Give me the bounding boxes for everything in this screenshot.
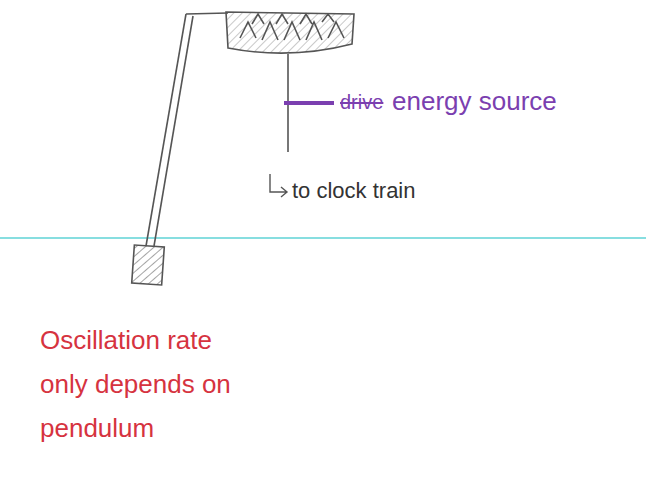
struck-note: drive [340,90,383,114]
hook-arrow [270,174,287,197]
divider-line [0,237,646,239]
energy-label: energy source [392,86,557,117]
energy-marker [284,101,334,105]
pendulum [132,13,228,285]
train-label: to clock train [292,178,416,204]
escape-wheel [226,12,354,152]
note-text: Oscillation rate only depends on pendulu… [40,318,265,450]
